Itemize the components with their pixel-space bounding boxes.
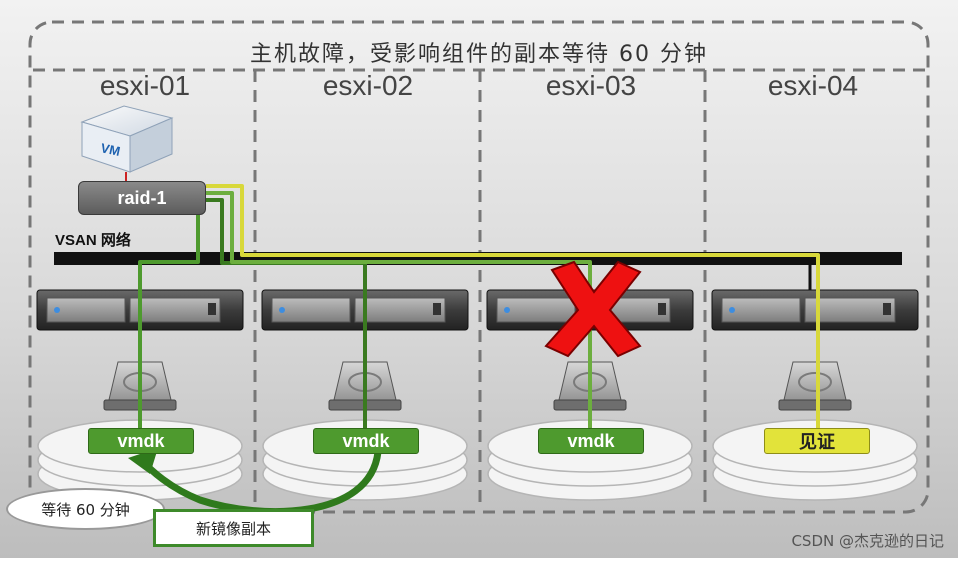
vsan-network-label: VSAN 网络 <box>55 232 131 249</box>
failure-x-icon <box>544 260 642 358</box>
component-paths <box>138 184 820 440</box>
host-dividers <box>33 68 925 510</box>
svg-text:VM: VM <box>99 140 121 159</box>
host-label-esxi-02: esxi-02 <box>322 70 414 101</box>
vmdk-tag-esxi-02: vmdk <box>313 428 419 454</box>
raid-1-box: raid-1 <box>78 181 206 215</box>
vm-box-icon: VM <box>80 105 174 181</box>
witness-tag-esxi-04: 见证 <box>764 428 870 454</box>
host-label-esxi-04: esxi-04 <box>767 70 859 101</box>
host-label-esxi-03: esxi-03 <box>545 70 637 101</box>
disk-icon <box>778 361 852 411</box>
diagram-title: 主机故障，受影响组件的副本等待 60 分钟 <box>250 42 708 67</box>
cluster-boundary <box>28 20 930 514</box>
vmdk-tag-esxi-01: vmdk <box>88 428 194 454</box>
server-icon <box>711 289 919 331</box>
arrow-curve-icon <box>128 448 382 516</box>
new-mirror-box: 新镜像副本 <box>153 509 314 547</box>
wait-bubble: 等待 60 分钟 <box>6 488 165 530</box>
credit-watermark: CSDN @杰克逊的日记 <box>791 532 944 550</box>
vmdk-tag-esxi-03: vmdk <box>538 428 644 454</box>
host-label-esxi-01: esxi-01 <box>99 70 191 101</box>
